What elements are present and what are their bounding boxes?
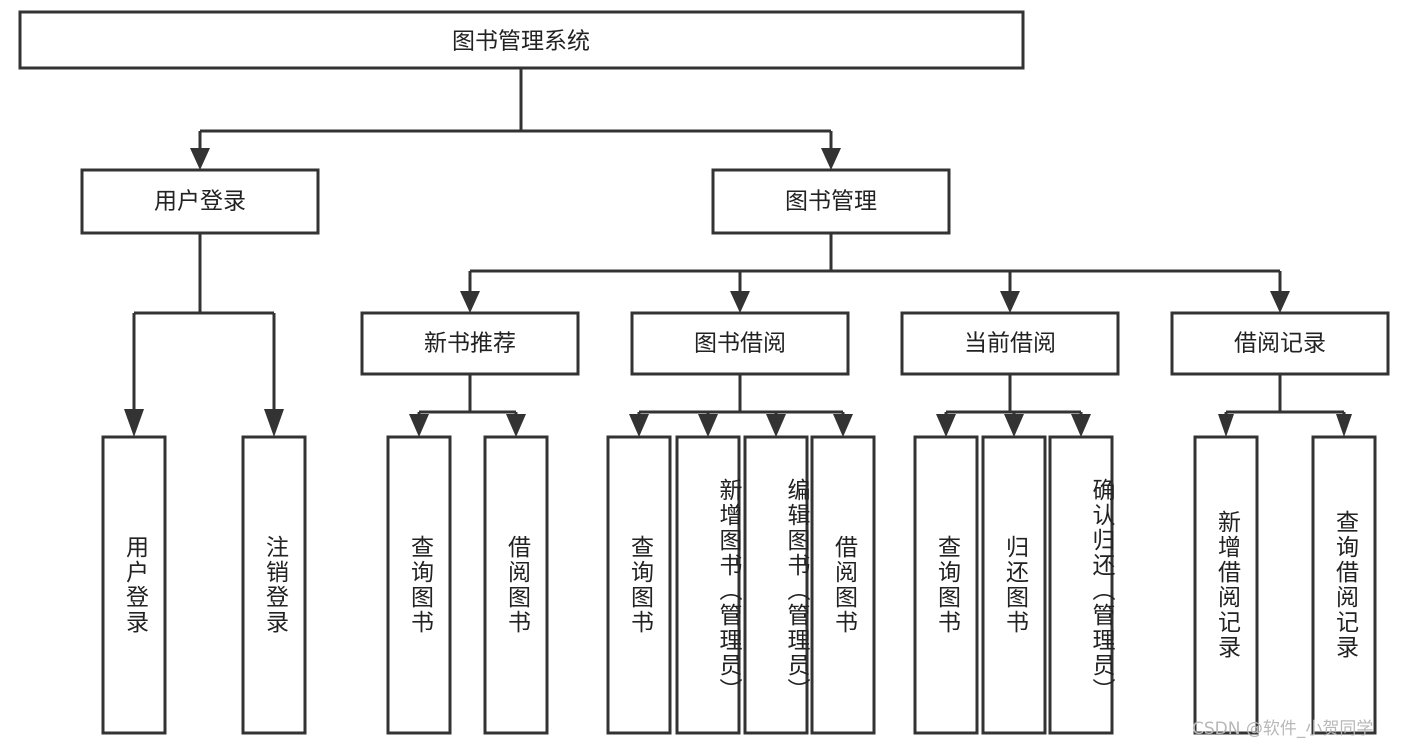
leaf-box-current-borrow-1[interactable] [913,435,979,735]
node-new-book-recommend-label: 新书推荐 [424,331,516,357]
node-current-borrow-box[interactable] [900,311,1120,376]
arrowhead-currentborrow-l1 [936,414,956,437]
node-root[interactable]: 图书管理系统 [18,10,1025,70]
arrowhead-bookborrow-l1 [629,414,649,437]
arrowhead-userlogin-leaf2 [264,409,284,437]
leaf-box-book-borrow-3[interactable] [743,435,809,735]
node-book-borrow-label: 图书借阅 [694,331,786,357]
csdn-watermark: CSDN @软件_小贺同学 [1192,719,1374,739]
leaf-box-book-borrow-4[interactable] [810,435,876,735]
node-user-login[interactable]: 用户登录 [80,168,320,235]
arrowhead-book-manage [821,148,841,170]
arrowhead-book-borrow [730,291,750,313]
arrowhead-bookborrow-l4 [833,414,853,437]
arrowhead-borrow-record [1270,291,1290,313]
arrowhead-current-borrow [1000,291,1020,313]
node-root-label: 图书管理系统 [452,29,590,55]
node-root-box[interactable] [18,10,1025,70]
arrowhead-newbook-l1 [409,414,429,437]
leaf-box-book-borrow-2[interactable] [675,435,741,735]
leaf-box-new-book-1[interactable] [386,435,452,735]
arrowhead-bookborrow-l2 [698,414,718,437]
leaf-box-current-borrow-3[interactable] [1048,435,1114,735]
arrowhead-borrowrecord-l2 [1336,414,1352,437]
node-book-manage-box[interactable] [711,168,951,235]
connector-group [124,68,1352,437]
arrowhead-borrowrecord-l1 [1218,414,1234,437]
node-user-login-label: 用户登录 [154,189,246,215]
node-book-borrow-box[interactable] [630,311,850,376]
arrowhead-currentborrow-l2 [1004,414,1024,437]
leaf-box-borrow-record-1[interactable] [1193,435,1259,735]
arrowhead-new-book [460,291,480,313]
leaf-box-new-book-2[interactable] [483,435,549,735]
node-book-manage-label: 图书管理 [785,189,877,215]
node-new-book-recommend[interactable]: 新书推荐 [360,311,580,376]
arrowhead-newbook-l2 [506,414,526,437]
leaf-box-book-borrow-1[interactable] [606,435,672,735]
node-current-borrow-label: 当前借阅 [964,331,1056,357]
leaf-box-borrow-record-2[interactable] [1311,435,1377,735]
node-borrow-record-label: 借阅记录 [1234,331,1326,357]
leaf-box-user-login-1[interactable] [101,435,167,735]
arrowhead-bookborrow-l3 [766,414,786,437]
node-borrow-record-box[interactable] [1170,311,1390,376]
node-current-borrow[interactable]: 当前借阅 [900,311,1120,376]
node-book-borrow[interactable]: 图书借阅 [630,311,850,376]
arrowhead-userlogin-leaf1 [124,409,144,437]
arrowhead-user-login [190,148,210,170]
leaf-box-current-borrow-2[interactable] [981,435,1047,735]
arrowhead-currentborrow-l3 [1071,414,1091,437]
leaf-box-user-login-2[interactable] [241,435,307,735]
node-borrow-record[interactable]: 借阅记录 [1170,311,1390,376]
node-book-manage[interactable]: 图书管理 [711,168,951,235]
node-new-book-recommend-box[interactable] [360,311,580,376]
node-user-login-box[interactable] [80,168,320,235]
